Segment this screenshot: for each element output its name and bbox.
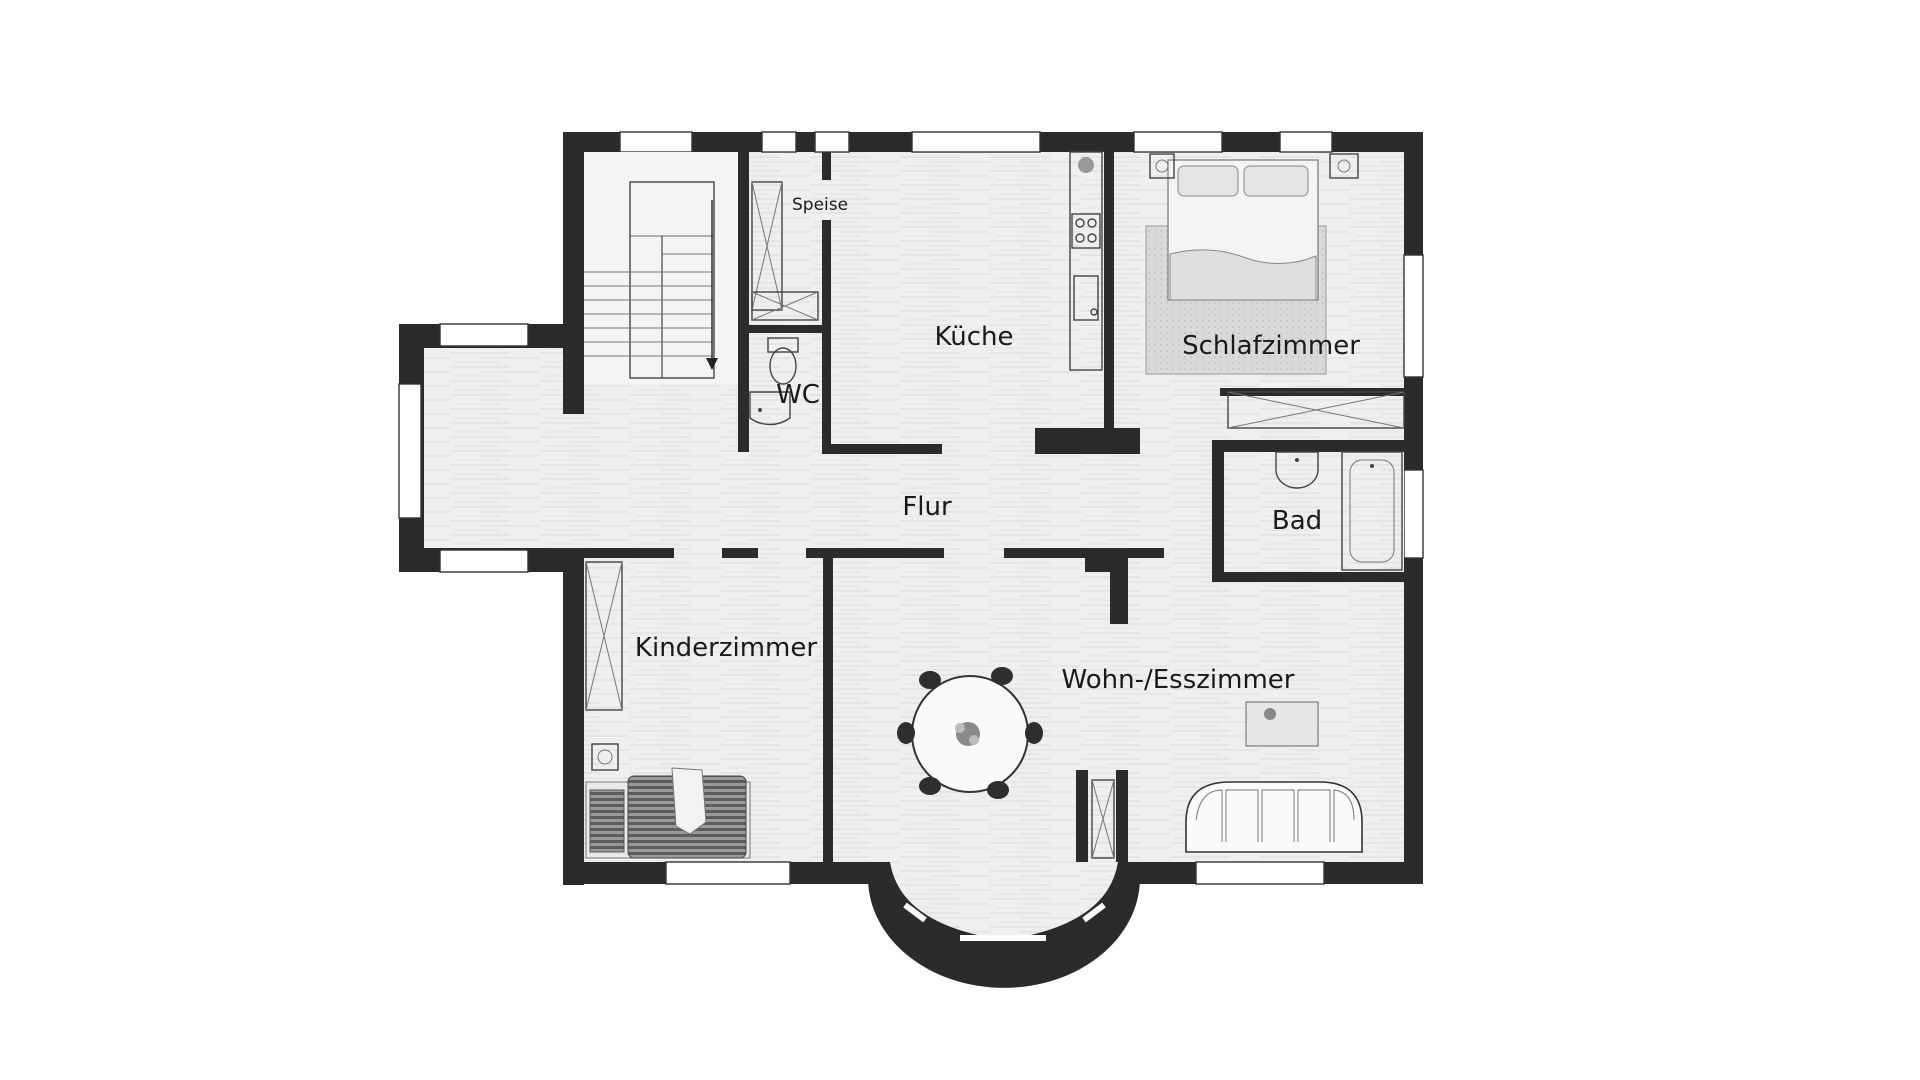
windows <box>398 131 1424 941</box>
room-label-kinderzimmer: Kinderzimmer <box>635 633 817 663</box>
kitchen-counter <box>1069 151 1103 371</box>
living-cabinet <box>1091 779 1115 859</box>
dining-chair <box>1025 722 1043 744</box>
wc-fixtures <box>749 337 799 426</box>
room-label-flur: Flur <box>902 492 952 522</box>
room-label-wc: WC <box>776 380 820 410</box>
kids-room-furniture <box>585 561 751 859</box>
kitchen-sink <box>1073 275 1099 321</box>
sofa <box>1185 781 1363 853</box>
pantry-shelf <box>751 181 819 321</box>
room-labels: Speise WC Küche Schlafzimmer Flur Bad Ki… <box>635 195 1360 695</box>
room-label-speise: Speise <box>792 195 848 215</box>
staircase <box>584 152 738 384</box>
living-dining-furniture <box>897 667 1363 859</box>
room-label-bad: Bad <box>1272 506 1322 536</box>
dining-chair <box>991 667 1013 685</box>
dining-chair <box>897 722 915 744</box>
bathroom-sink <box>1275 451 1319 489</box>
nightstand-right <box>1329 153 1359 179</box>
room-label-wohn-esszimmer: Wohn-/Esszimmer <box>1062 665 1295 695</box>
dining-chair <box>919 671 941 689</box>
dining-chair <box>987 781 1009 799</box>
bathroom-fixtures <box>1224 451 1404 572</box>
stair-arrow-icon <box>706 358 718 370</box>
kids-wardrobe <box>585 561 623 711</box>
bathtub <box>1341 451 1403 571</box>
bedroom-furniture <box>1145 153 1405 429</box>
nightstand-left <box>1149 153 1175 179</box>
coffee-table <box>1245 701 1319 747</box>
kids-desk-chair <box>591 743 619 771</box>
room-label-kueche: Küche <box>934 322 1013 352</box>
dining-chair <box>919 777 941 795</box>
plant-icon <box>1078 157 1094 173</box>
room-label-schlafzimmer: Schlafzimmer <box>1182 331 1360 361</box>
wardrobe <box>1227 391 1405 429</box>
interior-walls <box>563 152 1404 885</box>
wc-sink <box>749 391 791 426</box>
